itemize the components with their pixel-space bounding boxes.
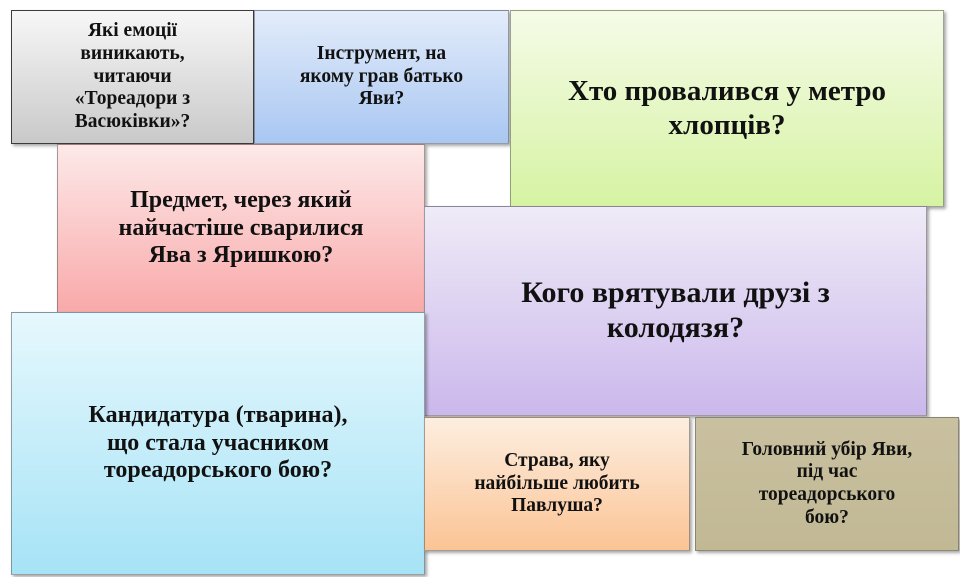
question-card-headwear[interactable]: Головний убір Яви, під час тореадорськог… [695,417,959,551]
question-card-dish[interactable]: Страва, яку найбільше любить Павлуша? [424,417,690,551]
question-text: Інструмент, на якому грав батько Яви? [299,43,464,110]
question-text: Кого врятували друзі з колодязя? [521,276,830,344]
question-card-metro[interactable]: Хто провалився у метро хлопців? [510,10,944,207]
question-text: Хто провалився у метро хлопців? [568,74,886,141]
question-text: Предмет, через який найчастіше сварилися… [118,186,364,269]
question-card-well[interactable]: Кого врятували друзі з колодязя? [424,206,927,416]
question-text: Страва, яку найбільше любить Павлуша? [474,450,640,517]
question-text: Які емоції виникають, читаючи «Тореадори… [74,20,191,132]
question-text: Кандидатура (тварина), що стала учаснико… [88,401,348,484]
question-card-animal[interactable]: Кандидатура (тварина), що стала учаснико… [11,312,425,575]
question-card-object[interactable]: Предмет, через який найчастіше сварилися… [57,144,425,313]
question-text: Головний убір Яви, під час тореадорськог… [741,438,913,528]
question-card-emotions[interactable]: Які емоції виникають, читаючи «Тореадори… [11,10,254,144]
question-card-instrument[interactable]: Інструмент, на якому грав батько Яви? [254,10,509,144]
